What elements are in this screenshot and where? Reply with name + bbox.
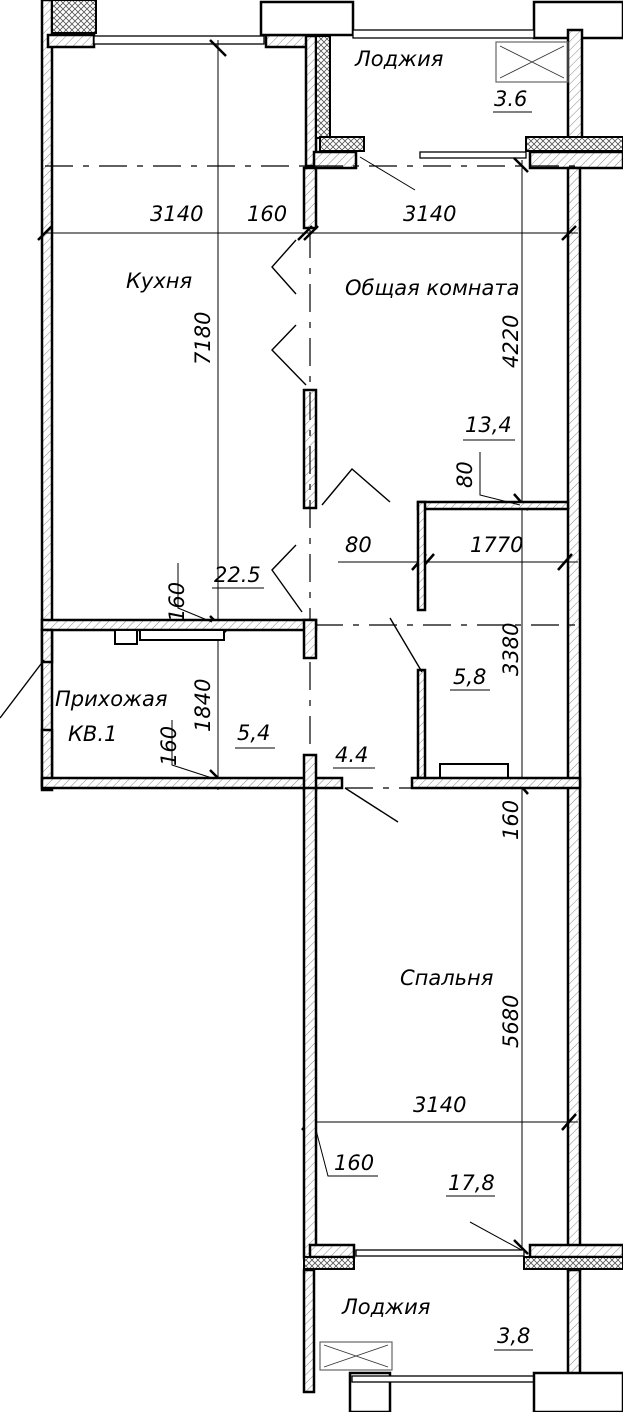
hall-walls [0,618,582,823]
dim-kitchen-width: 3140 [150,202,203,226]
loggia-bottom-name: Лоджия [341,1295,430,1319]
hall-area: 5,4 [237,721,270,745]
bath-fixture [439,763,509,779]
apartment-number: КВ.1 [68,722,117,746]
loggia-bottom: Лоджия 3,8 [302,1243,623,1412]
hall-name: Прихожая [55,687,167,711]
dim-bedroom-wall-top: 160 [499,800,523,840]
hall: Прихожая КВ.1 160 1840 160 5,4 4.4 [55,563,375,779]
loggia-top: Лоджия 3.6 [312,28,623,191]
bedroom-name: Спальня [400,966,493,990]
dim-bedroom-wall-side: 160 [334,1151,374,1175]
dim-kitchen-length: 7180 [191,312,215,365]
loggia-top-area: 3.6 [494,87,527,111]
bath-area: 5,8 [453,665,486,689]
loggia-bottom-area: 3,8 [497,1324,530,1348]
living-room: Общая комната 3140 4220 13,4 [321,202,523,506]
dim-bedroom-width: 3140 [413,1093,466,1117]
kitchen-name: Кухня [126,269,192,293]
bathroom: 80 80 1770 3380 5,8 [345,452,570,780]
bedroom: Спальня 160 5680 3140 160 17,8 [302,786,526,1260]
dim-hall-wall-top: 160 [165,582,189,622]
dim-bath-wall-top: 80 [453,461,477,488]
vent-box-bottom [319,1341,393,1371]
dim-hall-length: 1840 [191,679,215,732]
dim-living-width: 3140 [403,202,456,226]
dim-partition: 160 [247,202,287,226]
dim-bath-width: 1770 [470,533,523,557]
living-name: Общая комната [345,276,520,300]
partition-top [302,166,318,230]
corridor-area: 4.4 [335,743,368,767]
top-exterior-wall [40,0,623,792]
right-wall [566,166,582,1272]
living-area: 13,4 [465,413,512,437]
dim-bath-length: 3380 [499,623,523,676]
dim-hall-wall-bottom: 160 [157,726,181,766]
bedroom-area: 17,8 [448,1171,495,1195]
dim-bedroom-length: 5680 [499,995,523,1048]
vent-box [495,41,569,83]
loggia-top-name: Лоджия [354,47,443,71]
kitchen-area: 22.5 [214,563,261,587]
kitchen: Кухня 3140 160 7180 22.5 [126,202,307,613]
dim-bath-wall: 80 [345,533,372,557]
dim-living-length: 4220 [499,315,523,368]
